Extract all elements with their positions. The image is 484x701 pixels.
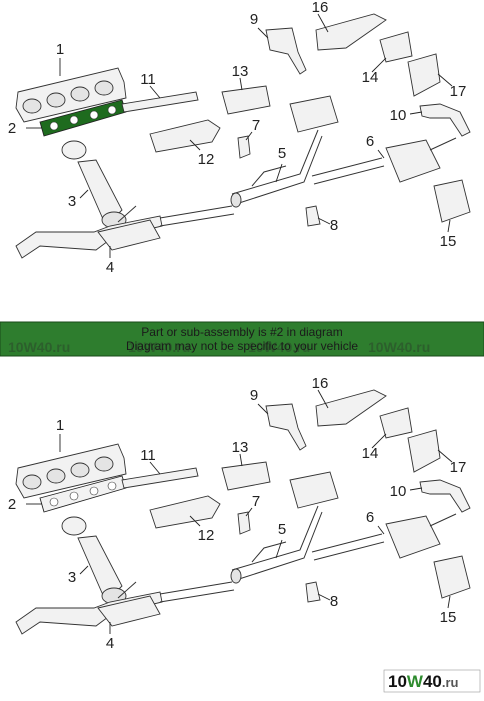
banner-line-1: Part or sub-assembly is #2 in diagram — [141, 325, 342, 339]
callout-5: 5 — [278, 145, 286, 162]
banner-line-2: Diagram may not be specific to your vehi… — [126, 339, 358, 353]
callout-4: 4 — [106, 635, 114, 652]
banner-watermark: 10W40.ru — [368, 339, 430, 355]
callout-10: 10 — [390, 483, 407, 500]
callout-16: 16 — [312, 0, 329, 16]
callout-16: 16 — [312, 375, 329, 392]
callout-2: 2 — [8, 496, 16, 513]
callout-2: 2 — [8, 120, 16, 137]
callout-6: 6 — [366, 509, 374, 526]
logo-background — [383, 669, 481, 693]
callout-4: 4 — [106, 259, 114, 276]
callout-14: 14 — [362, 445, 379, 462]
callout-3: 3 — [68, 193, 76, 210]
callout-11: 11 — [140, 447, 156, 464]
callout-10: 10 — [390, 107, 407, 124]
callout-1: 1 — [56, 417, 64, 434]
site-logo[interactable]: 10W40.ru — [383, 669, 481, 693]
logo-text: 10W40.ru — [388, 672, 459, 691]
callout-14: 14 — [362, 69, 379, 86]
callout-1: 1 — [56, 41, 64, 58]
banner-watermark: 10W40.ru — [248, 339, 310, 355]
callout-3: 3 — [68, 569, 76, 586]
callout-9: 9 — [250, 387, 258, 404]
callout-15: 15 — [440, 233, 457, 250]
callout-6: 6 — [366, 133, 374, 150]
banner-watermark: 10W40.ru — [8, 339, 70, 355]
callout-9: 9 — [250, 11, 258, 28]
callout-7: 7 — [252, 493, 260, 510]
callout-7: 7 — [252, 117, 260, 134]
callout-15: 15 — [440, 609, 457, 626]
callout-13: 13 — [232, 63, 249, 80]
callout-5: 5 — [278, 521, 286, 538]
callout-17: 17 — [450, 83, 467, 100]
info-banner: 10W40.ru 10W40.ru 10W40.ru 10W40.ru Part… — [0, 321, 484, 357]
callout-12: 12 — [198, 151, 215, 168]
callout-17: 17 — [450, 459, 467, 476]
callout-8: 8 — [330, 217, 338, 234]
banner-watermark: 10W40.ru — [128, 339, 190, 355]
callout-13: 13 — [232, 439, 249, 456]
callout-12: 12 — [198, 527, 215, 544]
banner-background — [0, 321, 484, 357]
callout-8: 8 — [330, 593, 338, 610]
callout-11: 11 — [140, 71, 156, 88]
